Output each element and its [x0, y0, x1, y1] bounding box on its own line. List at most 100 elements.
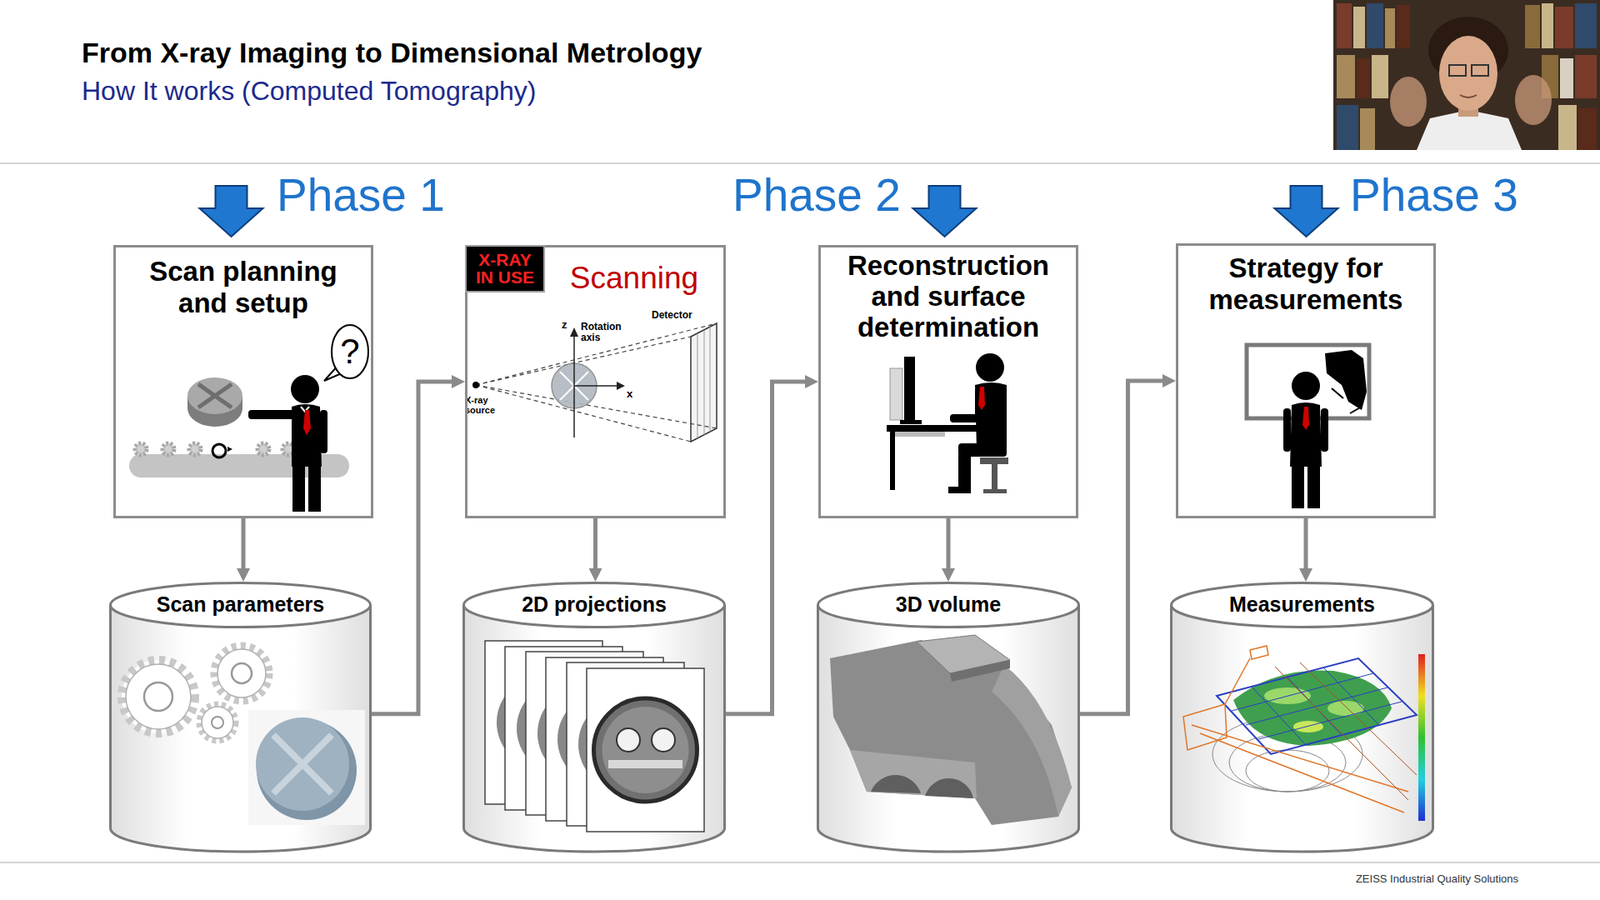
webcam-view-part — [1575, 55, 1597, 99]
measurement-strategy-illustration-part — [1283, 408, 1291, 452]
measurement-picture-part — [1216, 658, 1417, 755]
ct-scan-schematic-part — [570, 327, 579, 337]
connector-arrow — [241, 518, 246, 577]
phase-arrows-part — [913, 185, 977, 237]
phase-label: Phase 3 — [1350, 169, 1519, 222]
webcam-view-part — [1390, 76, 1427, 127]
part-label: Rotation axis — [580, 321, 633, 344]
measurement-strategy-illustration-part — [1290, 402, 1322, 467]
axis-label-holder: z — [561, 319, 568, 332]
webcam-view-part — [1396, 5, 1410, 49]
measurement-picture-part — [1275, 662, 1417, 800]
webcam-view-part — [1439, 35, 1498, 111]
setup-illustration-part — [291, 404, 322, 467]
webcam-view-part — [1560, 58, 1574, 99]
cylinder-body — [110, 605, 371, 852]
measurement-strategy-illustration-part — [1320, 408, 1329, 452]
separator-lines — [0, 163, 1600, 863]
data-cylinder: 2D projections — [462, 581, 726, 852]
webcam-view-part — [1333, 0, 1600, 150]
scan-parameters-picture-part — [144, 682, 173, 711]
webcam-view-part — [1525, 5, 1540, 49]
webcam-view-part — [1366, 3, 1384, 49]
phase-label-holder: Phase 3 — [1350, 169, 1519, 222]
slide-subtitle-holder: How It works (Computed Tomography) — [81, 75, 536, 107]
webcam-view-part — [1515, 75, 1552, 125]
webcam-view-part — [1371, 55, 1389, 99]
node-label: 2D projections — [462, 581, 726, 615]
workstation-illustration-part — [890, 368, 903, 420]
process-box: Strategy for measurements — [1175, 243, 1436, 519]
footer-note: ZEISS Industrial Quality Solutions — [1300, 873, 1519, 886]
projections-picture-part — [602, 706, 690, 794]
node-label: Strategy for measurements — [1185, 245, 1427, 316]
axis-label: z — [561, 319, 568, 332]
projections-picture — [485, 640, 705, 832]
scan-parameters-picture-part — [214, 645, 270, 701]
connector-arrow — [725, 381, 814, 715]
measurement-strategy-illustration-part — [1331, 388, 1362, 414]
node-label: Scan planning and setup — [122, 247, 365, 320]
cylinder-outline — [109, 581, 372, 852]
phase-arrows-part — [200, 185, 264, 237]
webcam-view-part — [1353, 6, 1365, 49]
webcam-view-part — [1336, 55, 1355, 99]
webcam-view-part — [1558, 105, 1577, 150]
part-label-holder: Detector — [651, 310, 693, 322]
workstation-illustration-part — [895, 431, 945, 437]
measurement-strategy-illustration-part — [1302, 406, 1310, 430]
volume-picture-part — [991, 665, 1072, 817]
ct-scan-schematic-part — [690, 323, 717, 442]
cylinder-fill-part — [462, 605, 726, 852]
webcam-view — [1333, 0, 1600, 150]
phase-label: Phase 2 — [732, 169, 901, 222]
cylinder-fill-part — [109, 605, 372, 852]
bubble-outline — [331, 325, 369, 379]
workstation-illustration-part — [904, 356, 915, 420]
setup-illustration-part — [198, 384, 232, 408]
axis-label-holder: x — [626, 388, 633, 401]
setup-illustration — [129, 375, 350, 512]
node-label: Scan parameters — [109, 581, 372, 615]
connector-arrow — [1080, 380, 1171, 715]
scan-parameters-picture-part — [273, 735, 332, 794]
measurement-picture-part — [1327, 700, 1365, 716]
cylinder-body — [464, 605, 725, 852]
part-label: X-ray source — [465, 395, 504, 415]
workstation-illustration-part — [900, 420, 922, 425]
workstation-illustration — [886, 353, 1009, 494]
volume-picture-part — [925, 778, 974, 799]
ct-scan-schematic-part — [616, 381, 625, 390]
slide-title: From X-ray Imaging to Dimensional Metrol… — [81, 36, 702, 70]
setup-illustration-part — [135, 443, 147, 455]
slide-title-holder: From X-ray Imaging to Dimensional Metrol… — [81, 36, 702, 70]
workstation-illustration-part — [978, 386, 985, 410]
webcam-view-part — [1575, 3, 1597, 49]
setup-illustration-part — [308, 465, 321, 512]
measurement-picture-part — [1293, 720, 1324, 733]
part-label-holder: X-ray source — [465, 395, 504, 415]
workstation-illustration-part — [950, 414, 990, 423]
ct-scan-schematic-part — [574, 385, 619, 387]
workstation-illustration-part — [958, 455, 971, 492]
ct-scan-schematic-part — [472, 381, 480, 389]
workstation-illustration-part — [975, 353, 1005, 382]
ct-scan-schematic-part — [697, 326, 710, 439]
cylinder-fill-part — [816, 605, 1080, 852]
projections-picture-part — [616, 728, 640, 752]
connector-arrow — [1304, 518, 1309, 577]
cylinder-body — [1171, 605, 1434, 852]
volume-picture-part — [950, 660, 1010, 682]
separator-lines-part — [0, 162, 1600, 165]
process-box: ScanningX-RAY IN USE — [465, 245, 726, 519]
measurement-picture-part — [1183, 645, 1409, 813]
workstation-illustration-part — [983, 489, 1007, 494]
setup-illustration-part — [290, 375, 320, 404]
cylinder-outline — [1170, 581, 1435, 852]
setup-illustration-part — [162, 443, 175, 455]
measurement-strategy-illustration-part — [1307, 465, 1320, 509]
setup-illustration-part — [212, 444, 226, 458]
part-label-holder: Rotation axis — [580, 321, 633, 344]
